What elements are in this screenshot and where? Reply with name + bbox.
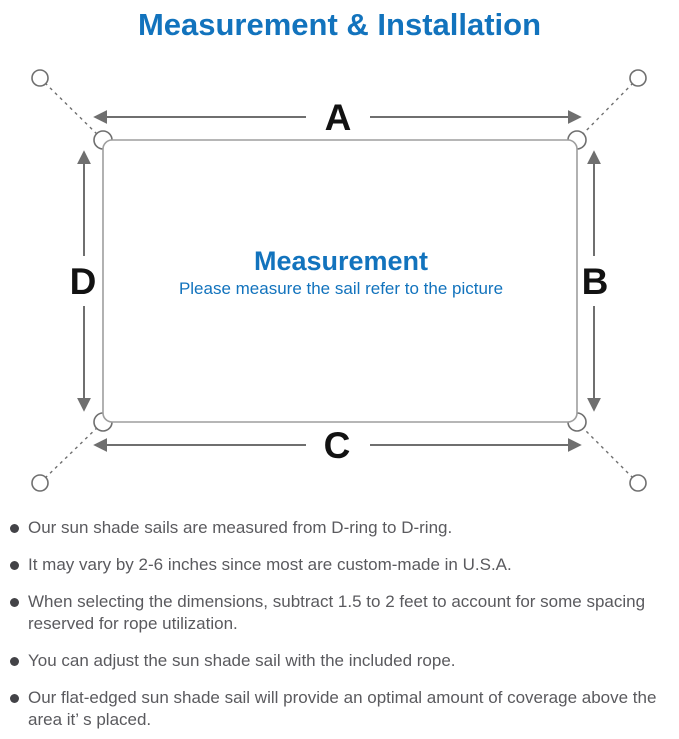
bullet-icon bbox=[10, 561, 19, 570]
dimension-label-a: A bbox=[325, 97, 352, 138]
sail-rectangle bbox=[102, 139, 578, 423]
note-text: You can adjust the sun shade sail with t… bbox=[28, 651, 456, 670]
notes-list: Our sun shade sails are measured from D-… bbox=[0, 517, 671, 731]
bullet-icon bbox=[10, 598, 19, 607]
bullet-icon bbox=[10, 657, 19, 666]
note-text: Our flat-edged sun shade sail will provi… bbox=[28, 688, 657, 729]
list-item: It may vary by 2-6 inches since most are… bbox=[10, 554, 665, 576]
dimension-label-c: C bbox=[324, 425, 351, 466]
anchor-circle-top-left bbox=[31, 69, 49, 87]
corner-rope-dashed-lines bbox=[39, 77, 639, 484]
bullet-icon bbox=[10, 694, 19, 703]
list-item: When selecting the dimensions, subtract … bbox=[10, 591, 665, 635]
list-item: You can adjust the sun shade sail with t… bbox=[10, 650, 665, 672]
sail-measurement-diagram: A B C D Measurement Please measure the s… bbox=[0, 60, 679, 500]
sail-diagram-svg: A B C D Measurement Please measure the s… bbox=[31, 69, 647, 492]
diagram-center-subtitle: Please measure the sail refer to the pic… bbox=[179, 279, 503, 298]
dimension-arrows bbox=[77, 110, 601, 452]
note-text: It may vary by 2-6 inches since most are… bbox=[28, 555, 512, 574]
dimension-label-d: D bbox=[70, 261, 97, 302]
note-text: When selecting the dimensions, subtract … bbox=[28, 592, 646, 633]
anchor-circle-bottom-right bbox=[629, 474, 647, 492]
list-item: Our flat-edged sun shade sail will provi… bbox=[10, 687, 665, 731]
dimension-label-b: B bbox=[582, 261, 609, 302]
anchor-circle-bottom-left bbox=[31, 474, 49, 492]
diagram-center-title: Measurement bbox=[254, 246, 428, 276]
list-item: Our sun shade sails are measured from D-… bbox=[10, 517, 665, 539]
bullet-icon bbox=[10, 524, 19, 533]
anchor-circle-top-right bbox=[629, 69, 647, 87]
anchor-point-circles bbox=[31, 69, 647, 492]
note-text: Our sun shade sails are measured from D-… bbox=[28, 518, 453, 537]
page-title: Measurement & Installation bbox=[137, 7, 542, 42]
